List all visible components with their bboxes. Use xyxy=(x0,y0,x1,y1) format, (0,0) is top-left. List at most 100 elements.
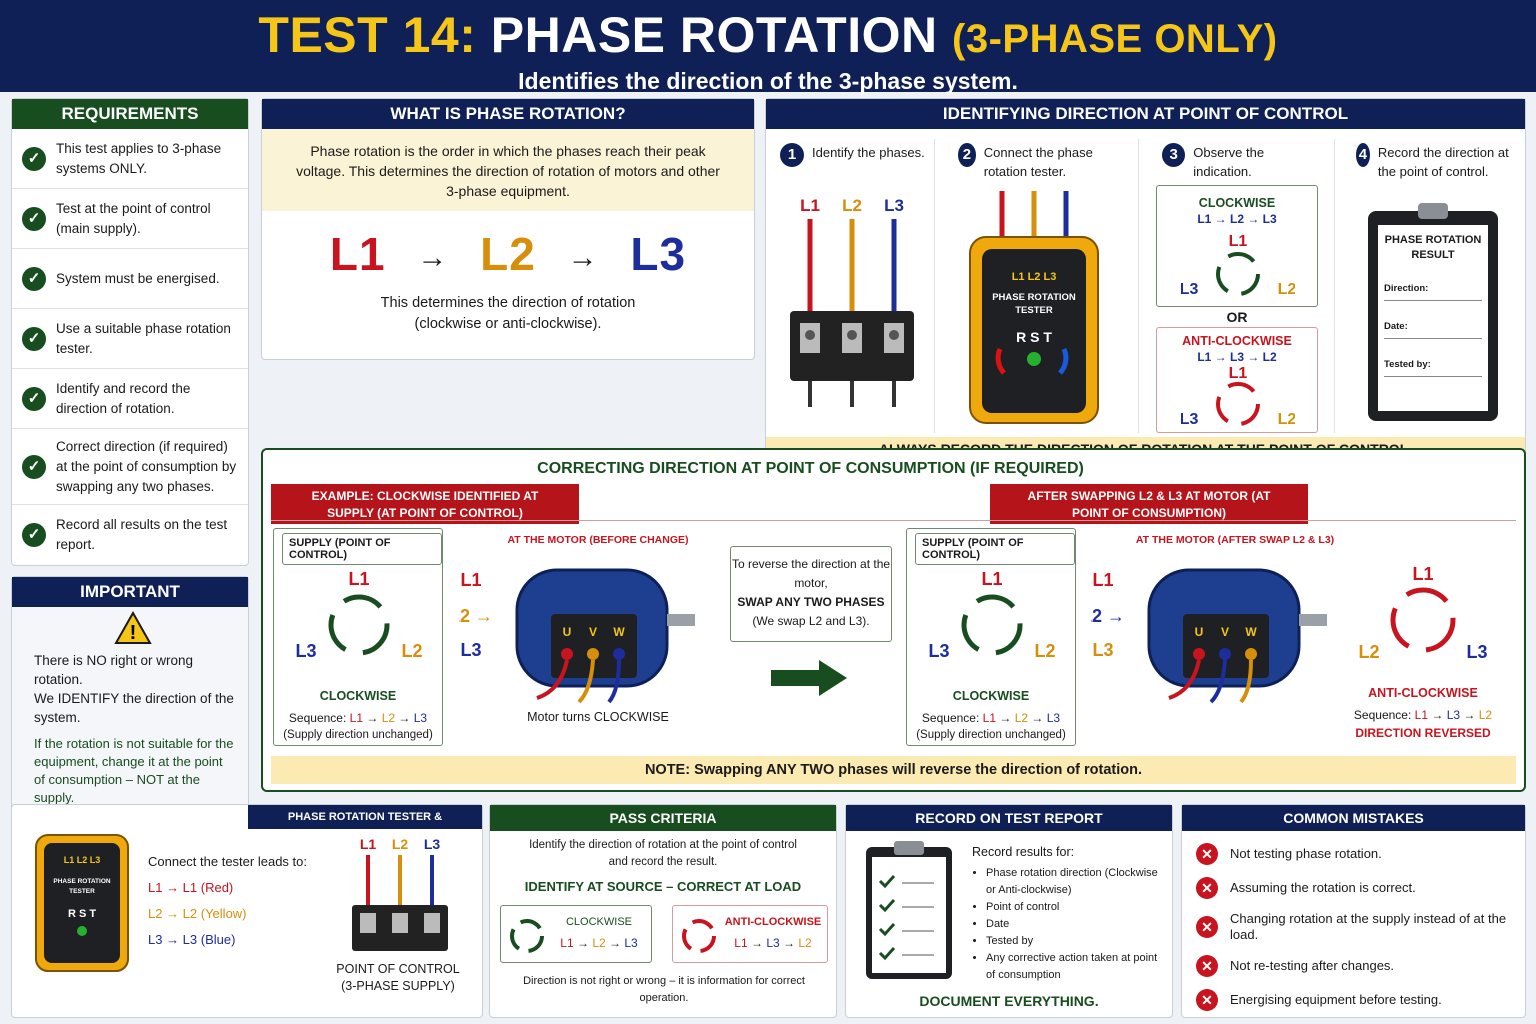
svg-text:L2: L2 xyxy=(1278,411,1295,428)
pass-anticlockwise-box: ANTI-CLOCKWISE L1 → L3 → L2 xyxy=(672,905,828,963)
mistake-item: ✕Not testing phase rotation. xyxy=(1196,843,1511,865)
check-icon: ✓ xyxy=(22,523,46,547)
svg-text:L3: L3 xyxy=(460,640,481,660)
svg-text:TESTER: TESTER xyxy=(69,888,95,895)
requirement-text: System must be energised. xyxy=(56,270,220,286)
clockwise-arrow-icon: L1 L3 L2 xyxy=(295,569,422,661)
motor-after-icon: L1 L2 → L3 U V W xyxy=(1091,568,1327,704)
correcting-title: CORRECTING DIRECTION AT POINT OF CONSUMP… xyxy=(537,460,1084,477)
svg-text:L2 →: L2 → xyxy=(1091,606,1125,626)
requirement-item: ✓This test applies to 3-phase systems ON… xyxy=(12,129,248,189)
svg-text:L1: L1 xyxy=(1412,564,1433,584)
motor-before-label: AT THE MOTOR (BEFORE CHANGE) xyxy=(507,534,689,546)
svg-text:L1 L2 L3: L1 L2 L3 xyxy=(64,855,101,865)
what-title: WHAT IS PHASE ROTATION? xyxy=(262,99,754,129)
check-icon: ✓ xyxy=(22,206,46,231)
step-number: 3 xyxy=(1162,143,1186,167)
clockwise-indication: CLOCKWISE L1 → L2 → L3 L1 L3 L2 xyxy=(1156,185,1318,307)
mistakes-panel: COMMON MISTAKES ✕Not testing phase rotat… xyxy=(1181,804,1526,1018)
cross-icon: ✕ xyxy=(1196,843,1218,865)
unchanged-note: (Supply direction unchanged) xyxy=(283,729,433,741)
requirement-text: Use a suitable phase rotation tester. xyxy=(56,320,231,356)
record-item: Date xyxy=(986,916,1166,933)
requirements-title: REQUIREMENTS xyxy=(12,99,248,129)
pass-clockwise-sequence: L1 → L2 → L3 xyxy=(560,936,638,950)
arrow-icon: → xyxy=(567,240,599,274)
svg-text:L1: L1 xyxy=(360,836,377,852)
step-number: 1 xyxy=(780,143,804,167)
svg-text:W: W xyxy=(613,625,625,639)
important-text-2: We IDENTIFY the direction of the system. xyxy=(34,691,234,725)
mistake-item: ✕Assuming the rotation is correct. xyxy=(1196,877,1511,899)
mistake-text: Not re-testing after changes. xyxy=(1230,958,1395,973)
svg-text:L3: L3 xyxy=(884,196,904,215)
anticlockwise-sequence: L1 → L3 → L2 xyxy=(1197,350,1277,364)
title-test-number: TEST 14: xyxy=(258,7,477,63)
svg-text:L3: L3 xyxy=(1181,411,1198,428)
clockwise-sequence: L1 → L2 → L3 xyxy=(1197,212,1277,226)
svg-text:U: U xyxy=(563,625,572,639)
connection-list: Connect the tester leads to: L1 → L1 (Re… xyxy=(148,849,307,953)
what-note: This determines the direction of rotatio… xyxy=(380,295,636,332)
clockwise-label: CLOCKWISE xyxy=(319,689,397,703)
requirement-text: Identify and record the direction of rot… xyxy=(56,380,191,416)
clockwise-arrow-icon xyxy=(510,919,544,953)
important-title: IMPORTANT xyxy=(12,577,248,607)
pass-clockwise-box: CLOCKWISE L1 → L2 → L3 xyxy=(500,905,652,963)
mistake-text: Assuming the rotation is correct. xyxy=(1230,880,1416,895)
step-4: 4 Record the direction at the point of c… xyxy=(1356,143,1520,181)
reverse-instruction-box: To reverse the direction at the motor, S… xyxy=(730,546,892,642)
title-scope: (3-PHASE ONLY) xyxy=(952,17,1278,61)
svg-text:L1: L1 xyxy=(981,569,1002,589)
direction-reversed-label: DIRECTION REVERSED xyxy=(1355,726,1491,740)
connection-intro: Connect the tester leads to: xyxy=(148,854,307,869)
check-icon: ✓ xyxy=(22,386,46,411)
right-arrow-icon xyxy=(771,660,847,696)
requirement-item: ✓System must be energised. xyxy=(12,249,248,309)
svg-text:R S T: R S T xyxy=(68,908,96,920)
step-text: Connect the phase rotation tester. xyxy=(983,145,1093,179)
requirement-item: ✓Record all results on the test report. xyxy=(12,505,248,565)
page-subtitle: Identifies the direction of the 3-phase … xyxy=(518,68,1018,94)
page-title: TEST 14: PHASE ROTATION (3-PHASE ONLY) xyxy=(0,0,1536,64)
or-label: OR xyxy=(1226,309,1248,325)
requirements-list: ✓This test applies to 3-phase systems ON… xyxy=(12,129,248,565)
check-icon: ✓ xyxy=(22,146,46,171)
connection-l3: L3 → L3 (Blue) xyxy=(148,932,236,947)
svg-text:L3: L3 xyxy=(928,641,949,661)
svg-text:U: U xyxy=(1195,625,1204,639)
record-list: Phase rotation direction (Clockwise or A… xyxy=(986,865,1166,984)
step-text: Record the direction at the point of con… xyxy=(1377,145,1509,179)
mistakes-title: COMMON MISTAKES xyxy=(1182,805,1525,831)
after-banner: AFTER SWAPPING L2 & L3 AT MOTOR (AT POIN… xyxy=(990,484,1308,524)
connection-l2: L2 → L2 (Yellow) xyxy=(148,906,247,921)
warning-icon: ! xyxy=(114,611,152,644)
anticlockwise-arrow-icon: L1 L3 L2 xyxy=(1181,365,1295,428)
supply-before-box: SUPPLY (POINT OF CONTROL) L1 L3 L2 CLOCK… xyxy=(273,528,443,746)
title-main: PHASE ROTATION xyxy=(490,7,938,63)
terminal-block-icon: L1 L2 L3 xyxy=(790,196,914,407)
motor-before-icon: L1 L2 → L3 U V W xyxy=(459,568,695,704)
step-3: 3 Observe the indication. xyxy=(1162,143,1322,181)
result-date-field: Date: xyxy=(1384,321,1482,339)
connection-l1: L1 → L1 (Red) xyxy=(148,880,234,895)
arrow-icon: → xyxy=(417,240,449,274)
pass-criteria-motto: IDENTIFY AT SOURCE – CORRECT AT LOAD xyxy=(524,879,802,894)
phase-l3: L3 xyxy=(630,228,687,280)
pass-criteria-description: Identify the direction of rotation at th… xyxy=(529,839,797,868)
check-icon: ✓ xyxy=(22,326,46,351)
identify-panel: IDENTIFYING DIRECTION AT POINT OF CONTRO… xyxy=(765,98,1526,462)
record-item: Any corrective action taken at point of … xyxy=(986,950,1166,984)
sequence-line: Sequence: L1 → L2 → L3 xyxy=(288,711,428,725)
important-panel: IMPORTANT ! There is NO right or wrong r… xyxy=(11,576,249,818)
result-tested-field: Tested by: xyxy=(1384,359,1482,377)
requirement-text: Correct direction (if required) at the p… xyxy=(56,438,237,494)
clockwise-arrow-icon: L1 L3 L2 xyxy=(1181,233,1295,298)
tester-rst-labels: R S T xyxy=(1016,329,1052,345)
svg-text:L1: L1 xyxy=(800,196,820,215)
result-sheet-title: PHASE ROTATION RESULT xyxy=(1384,234,1482,261)
svg-text:L1: L1 xyxy=(1229,365,1248,382)
svg-text:L3: L3 xyxy=(424,836,441,852)
cross-icon: ✕ xyxy=(1196,916,1218,938)
phase-l1: L1 xyxy=(329,228,386,280)
